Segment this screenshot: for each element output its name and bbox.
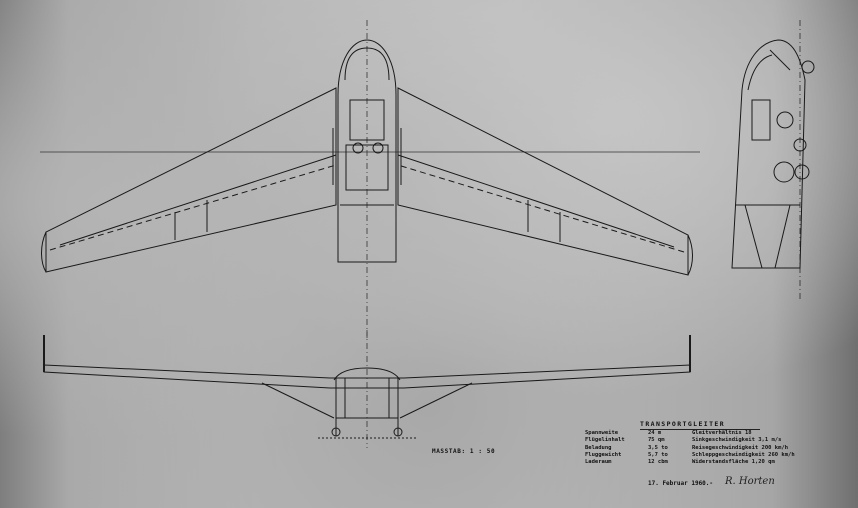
spec-label: Reisegeschwindigkeit xyxy=(692,444,759,451)
specs-left-values: 24 m 75 qm 3,5 to 5,7 to 12 cbm xyxy=(648,430,668,466)
spec-label: Laderaum xyxy=(585,459,612,466)
spec-row: Widerstandsfläche 1,20 qm xyxy=(692,459,795,466)
spec-value: 1,20 qm xyxy=(751,459,775,466)
spec-value: 12 cbm xyxy=(648,459,668,466)
spec-value: 18 xyxy=(744,430,752,436)
spec-value: 3,1 m/s xyxy=(758,437,782,444)
spec-row: Sinkgeschwindigkeit 3,1 m/s xyxy=(692,437,795,444)
top-view-wing xyxy=(41,87,693,276)
side-view xyxy=(731,20,815,300)
specs-right: Gleitverhältnis 18 Sinkgeschwindigkeit 3… xyxy=(692,430,795,466)
spec-label: Gleitverhältnis xyxy=(692,430,742,436)
spec-label: Fluggewicht xyxy=(585,451,622,458)
signature: R. Horten xyxy=(725,476,775,487)
spec-label: Flügelinhalt xyxy=(585,437,625,444)
spec-value: 200 km/h xyxy=(761,444,789,451)
spec-label: Schleppgeschwindigkeit xyxy=(692,451,765,458)
front-view xyxy=(43,335,691,439)
spec-value: 24 m xyxy=(648,430,662,436)
spec-value: 260 km/h xyxy=(768,451,795,458)
date-label: 17. Februar 1960.- xyxy=(648,480,714,487)
spec-label: Sinkgeschwindigkeit xyxy=(692,437,755,444)
spec-value: 5,7 to xyxy=(648,451,668,458)
title-block-heading: TRANSPORTGLEITER xyxy=(640,420,726,428)
spec-label: Widerstandsfläche xyxy=(692,459,749,466)
spec-row: Gleitverhältnis 18 xyxy=(692,430,795,437)
specs-left-labels: Spannweite Flügelinhalt Beladung Fluggew… xyxy=(585,430,625,466)
title-underline xyxy=(640,429,760,430)
top-view-fuselage xyxy=(332,39,402,263)
centerlines xyxy=(40,20,700,448)
spec-row: Reisegeschwindigkeit 200 km/h xyxy=(692,445,795,452)
spec-label: Spannweite xyxy=(585,430,619,436)
scale-label: MASSTAB: 1 : 50 xyxy=(432,448,496,455)
spec-label: Beladung xyxy=(585,444,612,451)
spec-value: 75 qm xyxy=(648,437,665,444)
spec-value: 3,5 to xyxy=(648,444,668,451)
spec-row: Schleppgeschwindigkeit 260 km/h xyxy=(692,452,795,459)
